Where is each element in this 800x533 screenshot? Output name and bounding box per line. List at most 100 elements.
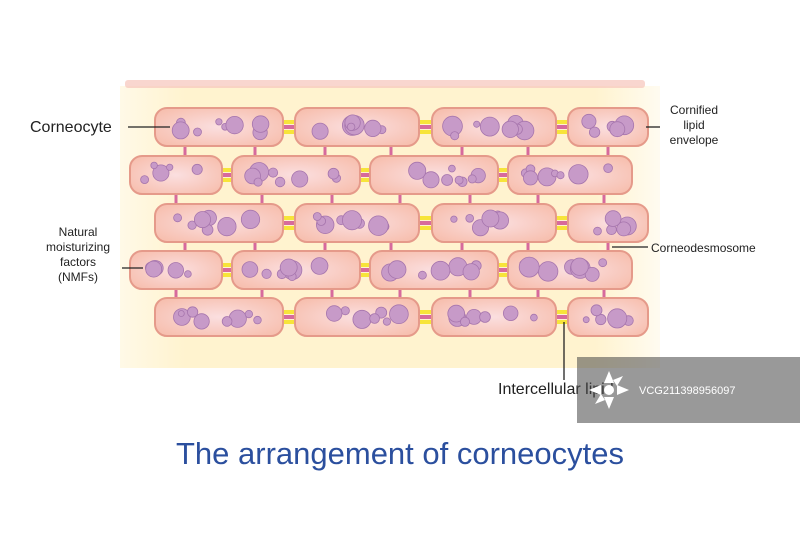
intercellular-lipid-band bbox=[498, 263, 508, 267]
nmf-granule bbox=[462, 263, 480, 281]
nmf-granule bbox=[187, 306, 199, 318]
intercellular-lipid-band bbox=[498, 273, 508, 277]
watermark-logo-icon bbox=[589, 371, 629, 409]
nmf-granule bbox=[503, 305, 519, 322]
corneodesmosome-junction bbox=[556, 221, 568, 225]
nmf-granule bbox=[450, 215, 458, 223]
nmf-granule bbox=[609, 121, 626, 138]
label-corneocyte: Corneocyte bbox=[30, 119, 112, 136]
nmf-granule bbox=[584, 266, 600, 282]
nmf-granule bbox=[430, 260, 451, 281]
nmf-granule bbox=[603, 163, 613, 174]
nmf-granule bbox=[311, 122, 329, 140]
watermark-overlay: VCG211398956097 bbox=[577, 357, 800, 423]
nmf-granule bbox=[215, 118, 223, 126]
nmf-granule bbox=[479, 116, 500, 137]
intercellular-lipid-band bbox=[283, 226, 295, 230]
nmf-granule bbox=[167, 262, 185, 279]
intercellular-lipid-band bbox=[283, 130, 295, 134]
intercellular-lipid-band bbox=[283, 216, 295, 220]
corneodesmosome-junction bbox=[498, 173, 508, 177]
intercellular-lipid-band bbox=[419, 216, 432, 220]
nmf-granule bbox=[582, 316, 590, 324]
nmf-granule bbox=[279, 258, 298, 277]
nmf-granule bbox=[173, 213, 183, 223]
nmf-granule bbox=[340, 306, 350, 316]
corneodesmosome-junction bbox=[283, 221, 295, 225]
intercellular-lipid-band bbox=[556, 310, 568, 314]
nmf-granule bbox=[251, 115, 270, 133]
nmf-granule bbox=[604, 210, 622, 227]
corneodesmosome-junction bbox=[419, 125, 432, 129]
corneodesmosome-junction bbox=[283, 125, 295, 129]
corneodesmosome-junction bbox=[556, 125, 568, 129]
nmf-granule bbox=[454, 175, 464, 185]
nmf-granule bbox=[382, 317, 391, 326]
nmf-granule bbox=[568, 164, 589, 185]
corneodesmosome-junction bbox=[419, 315, 432, 319]
watermark-text: VCG211398956097 bbox=[639, 385, 736, 397]
nmf-granule bbox=[364, 119, 382, 137]
nmf-granule bbox=[191, 163, 203, 175]
corneodesmosome-junction bbox=[498, 268, 508, 272]
label-cornified-line-2: lipid bbox=[683, 118, 705, 132]
nmf-granule bbox=[140, 175, 150, 185]
nmf-granule bbox=[473, 120, 481, 128]
nmf-granule bbox=[556, 171, 565, 180]
nmf-granule bbox=[327, 167, 340, 180]
nmf-granule bbox=[570, 257, 589, 276]
nmf-granule bbox=[193, 313, 210, 330]
nmf-granule bbox=[177, 310, 185, 317]
intercellular-lipid-band bbox=[556, 130, 568, 134]
corneodesmosome-junction bbox=[360, 268, 370, 272]
corneodesmosome-junction bbox=[419, 221, 432, 225]
nmf-granule bbox=[501, 120, 519, 138]
nmf-granule bbox=[166, 163, 174, 171]
nmf-granule bbox=[291, 170, 309, 188]
intercellular-lipid-band bbox=[498, 178, 508, 182]
nmf-granule bbox=[408, 161, 427, 180]
intercellular-lipid-band bbox=[556, 216, 568, 220]
corneocyte-cell bbox=[431, 297, 557, 337]
nmf-granule bbox=[221, 316, 233, 327]
nmf-granule bbox=[450, 131, 460, 141]
nmf-granule bbox=[241, 261, 259, 278]
intercellular-lipid-band bbox=[222, 263, 232, 267]
label-cornified-lipid-envelope: Cornified lipid envelope bbox=[663, 103, 725, 148]
nmf-granule bbox=[369, 313, 380, 324]
intercellular-lipid-band bbox=[556, 120, 568, 124]
nmf-granule bbox=[261, 268, 272, 279]
intercellular-lipid-band bbox=[360, 178, 370, 182]
nmf-granule bbox=[244, 309, 253, 319]
nmf-granule bbox=[152, 164, 170, 182]
corneodesmosome-junction bbox=[222, 173, 232, 177]
nmf-granule bbox=[581, 113, 597, 129]
corneodesmosome-junction bbox=[556, 315, 568, 319]
nmf-granule bbox=[352, 309, 372, 329]
intercellular-lipid-band bbox=[283, 310, 295, 314]
nmf-granule bbox=[193, 127, 202, 137]
nmf-granule bbox=[447, 304, 466, 323]
corneocyte-cell bbox=[129, 155, 223, 195]
nmf-granule bbox=[253, 177, 263, 187]
nmf-granule bbox=[588, 126, 601, 138]
nmf-granule bbox=[441, 174, 454, 186]
top-surface-strip bbox=[125, 80, 645, 88]
intercellular-lipid-band bbox=[419, 320, 432, 324]
corneodesmosome-junction bbox=[222, 268, 232, 272]
nmf-granule bbox=[448, 164, 456, 173]
nmf-granule bbox=[312, 212, 322, 221]
label-nmf-line-2: moisturizing bbox=[45, 240, 111, 254]
nmf-granule bbox=[481, 209, 500, 228]
intercellular-lipid-band bbox=[283, 320, 295, 324]
diagram-title: The arrangement of corneocytes bbox=[175, 436, 625, 471]
corneodesmosome-junction bbox=[360, 173, 370, 177]
nmf-granule bbox=[341, 210, 362, 231]
intercellular-lipid-band bbox=[222, 273, 232, 277]
nmf-granule bbox=[193, 211, 211, 229]
nmf-granule bbox=[479, 311, 491, 323]
nmf-granule bbox=[240, 209, 261, 229]
label-natural-moisturizing-factors: Natural moisturizing factors (NMFs) bbox=[34, 225, 122, 285]
